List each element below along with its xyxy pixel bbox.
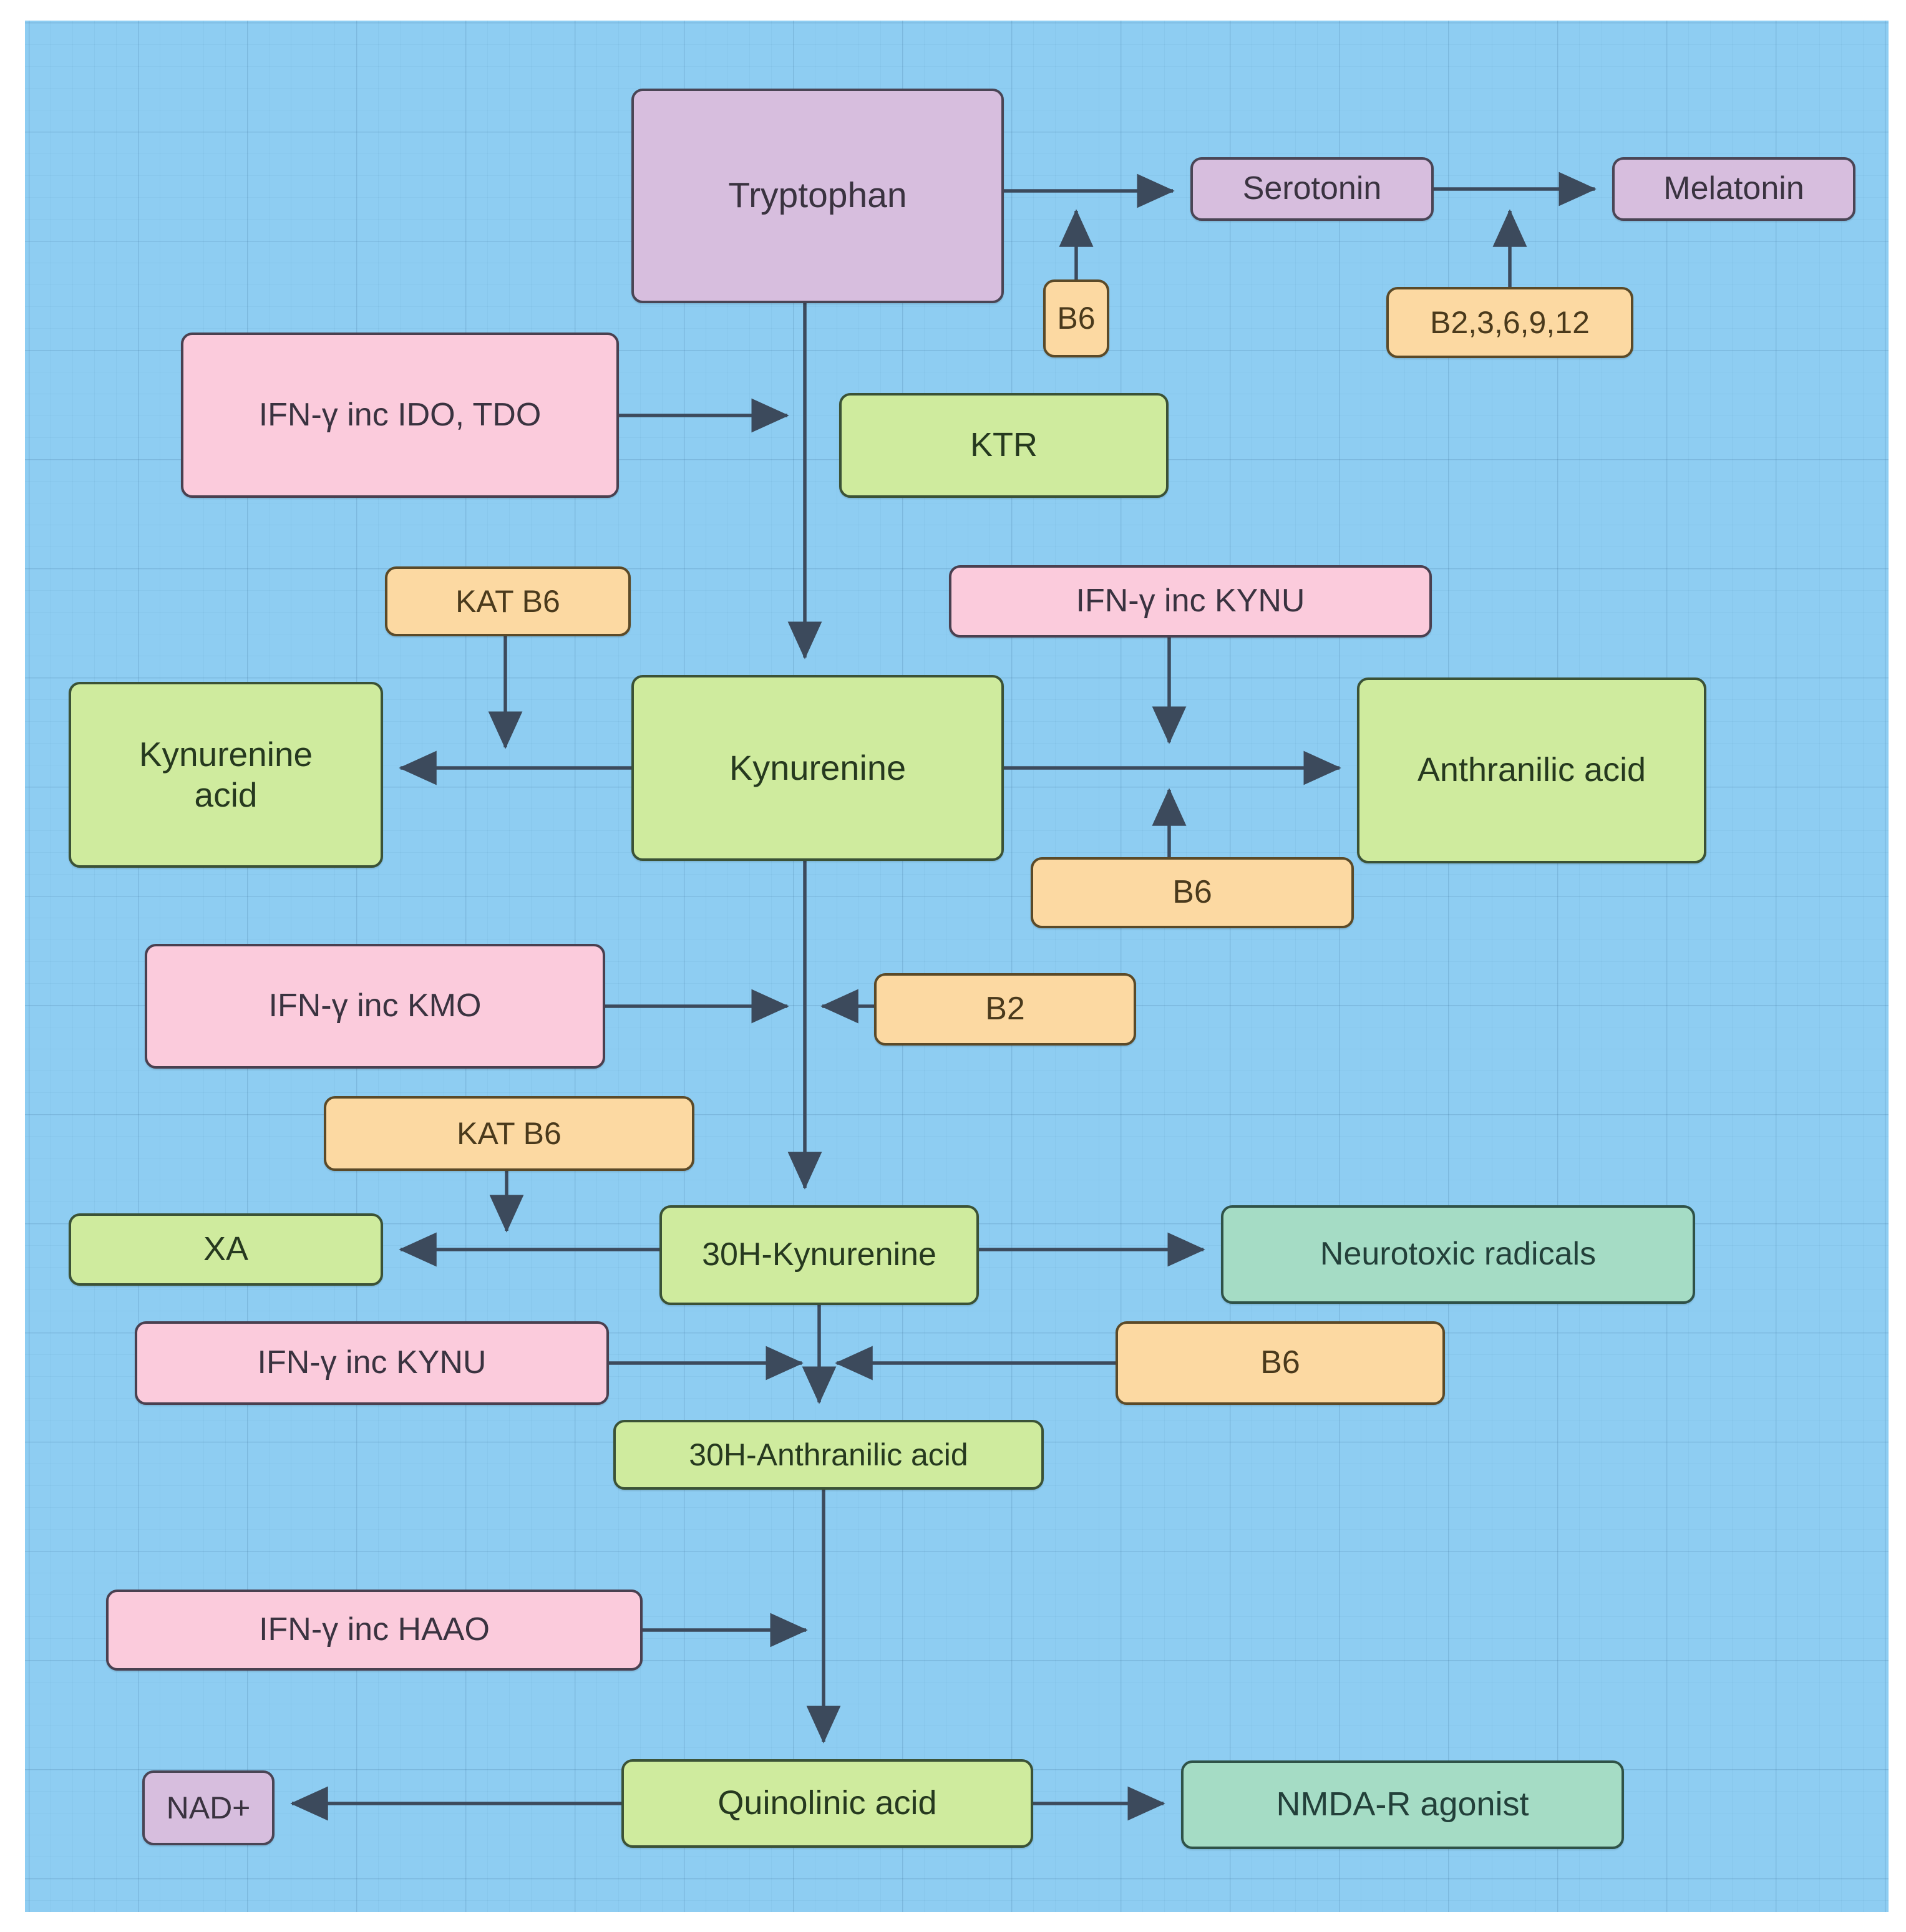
node-ifng-ido-tdo[interactable]: IFN-γ inc IDO, TDO bbox=[181, 333, 619, 498]
node-label: KTR bbox=[970, 426, 1038, 464]
node-label: B6 bbox=[1057, 301, 1096, 336]
node-label: Melatonin bbox=[1663, 170, 1804, 207]
node-kynurenine-acid[interactable]: Kynurenine acid bbox=[69, 682, 383, 868]
node-kat-b6-bottom[interactable]: KAT B6 bbox=[324, 1096, 694, 1171]
node-label: B2 bbox=[985, 991, 1025, 1027]
node-label: 30H-Anthranilic acid bbox=[689, 1437, 968, 1472]
node-kat-b6-top[interactable]: KAT B6 bbox=[385, 566, 631, 636]
node-b23691 2-melatonin[interactable]: B2,3,6,9,12 bbox=[1386, 287, 1633, 358]
node-melatonin[interactable]: Melatonin bbox=[1612, 157, 1855, 221]
node-ktr[interactable]: KTR bbox=[839, 393, 1169, 498]
node-label: B6 bbox=[1172, 874, 1212, 911]
node-label: Serotonin bbox=[1242, 170, 1382, 207]
node-ifng-haao[interactable]: IFN-γ inc HAAO bbox=[106, 1590, 643, 1671]
node-neurotoxic-radicals[interactable]: Neurotoxic radicals bbox=[1221, 1205, 1695, 1304]
node-label: IFN-γ inc KMO bbox=[268, 988, 482, 1024]
node-label: Neurotoxic radicals bbox=[1320, 1236, 1597, 1273]
node-b6-kynu[interactable]: B6 bbox=[1116, 1321, 1445, 1405]
node-label: NMDA-R agonist bbox=[1276, 1785, 1529, 1823]
node-label: IFN-γ inc KYNU bbox=[257, 1344, 487, 1381]
node-nad-plus[interactable]: NAD+ bbox=[142, 1770, 275, 1845]
node-serotonin[interactable]: Serotonin bbox=[1190, 157, 1434, 221]
node-label: IFN-γ inc KYNU bbox=[1076, 583, 1305, 619]
node-label: Kynurenine bbox=[729, 747, 907, 787]
node-label: KAT B6 bbox=[455, 583, 560, 619]
node-ifng-kmo[interactable]: IFN-γ inc KMO bbox=[145, 944, 605, 1069]
node-label: Anthranilic acid bbox=[1417, 751, 1646, 789]
node-label: XA bbox=[203, 1230, 249, 1268]
node-b6-serotonin[interactable]: B6 bbox=[1043, 279, 1109, 357]
node-label: IFN-γ inc HAAO bbox=[259, 1611, 490, 1648]
node-label: IFN-γ inc IDO, TDO bbox=[258, 396, 542, 433]
node-b2-kmo[interactable]: B2 bbox=[874, 973, 1136, 1046]
node-quinolinic-acid[interactable]: Quinolinic acid bbox=[621, 1759, 1033, 1848]
node-tryptophan[interactable]: Tryptophan bbox=[631, 89, 1004, 303]
node-kynurenine[interactable]: Kynurenine bbox=[631, 675, 1004, 861]
node-anthranilic-acid[interactable]: Anthranilic acid bbox=[1357, 677, 1706, 863]
node-label: B2,3,6,9,12 bbox=[1430, 304, 1590, 340]
node-label: Kynurenine acid bbox=[139, 735, 313, 814]
node-label: Tryptophan bbox=[728, 175, 907, 216]
node-label: 30H-Kynurenine bbox=[702, 1236, 936, 1273]
node-ifng-kynu-bottom[interactable]: IFN-γ inc KYNU bbox=[135, 1321, 609, 1405]
node-nmda-r-agonist[interactable]: NMDA-R agonist bbox=[1181, 1760, 1624, 1849]
node-30h-kynurenine[interactable]: 30H-Kynurenine bbox=[659, 1205, 979, 1305]
node-30h-anthranilic[interactable]: 30H-Anthranilic acid bbox=[613, 1420, 1044, 1490]
node-label: NAD+ bbox=[166, 1790, 251, 1825]
node-label: Quinolinic acid bbox=[717, 1784, 937, 1822]
node-xa[interactable]: XA bbox=[69, 1213, 383, 1286]
node-b6-anthranilic[interactable]: B6 bbox=[1031, 857, 1354, 928]
node-label: B6 bbox=[1260, 1344, 1300, 1381]
node-ifng-kynu-top[interactable]: IFN-γ inc KYNU bbox=[949, 565, 1432, 638]
node-label: KAT B6 bbox=[457, 1115, 562, 1151]
